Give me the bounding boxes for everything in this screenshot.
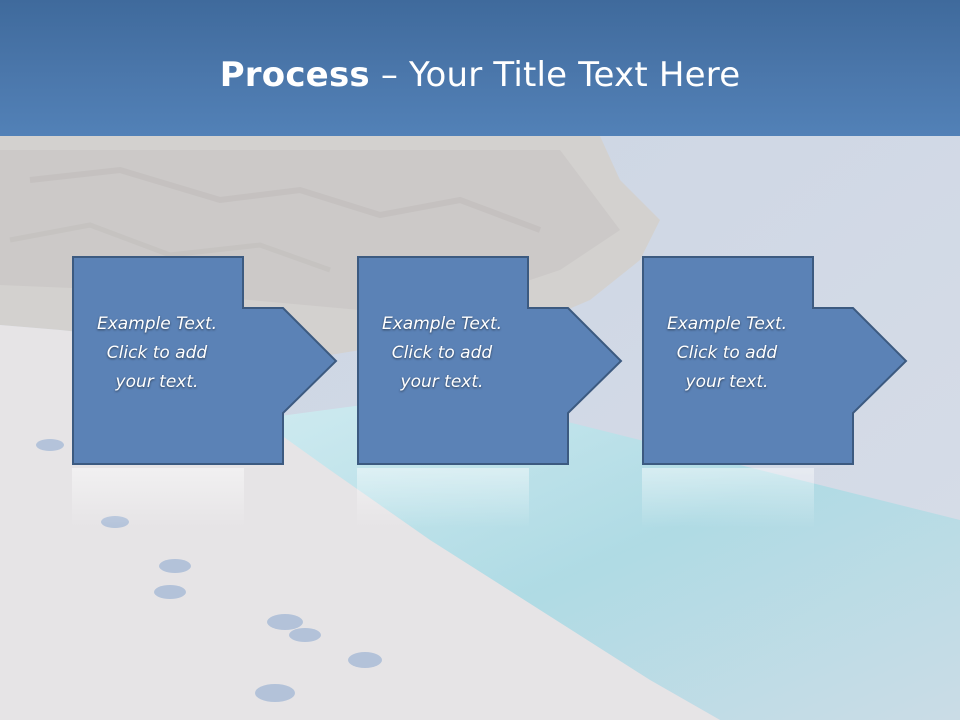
step-3-arrow-shape — [642, 256, 908, 528]
title-bold-part: Process — [219, 55, 370, 95]
process-step-3[interactable]: Example Text. Click to add your text. — [642, 256, 912, 536]
title-bar: Process – Your Title Text Here — [0, 0, 960, 136]
process-step-1[interactable]: Example Text. Click to add your text. — [72, 256, 342, 536]
step-1-arrow-shape — [72, 256, 338, 528]
step-1-text[interactable]: Example Text. Click to add your text. — [96, 314, 218, 392]
slide-title[interactable]: Process – Your Title Text Here — [0, 50, 960, 100]
title-rest-part: – Your Title Text Here — [369, 55, 741, 95]
step-2-text[interactable]: Example Text. Click to add your text. — [381, 314, 503, 392]
step-2-arrow-shape — [357, 256, 623, 528]
step-3-text[interactable]: Example Text. Click to add your text. — [666, 314, 788, 392]
process-step-2[interactable]: Example Text. Click to add your text. — [357, 256, 627, 536]
